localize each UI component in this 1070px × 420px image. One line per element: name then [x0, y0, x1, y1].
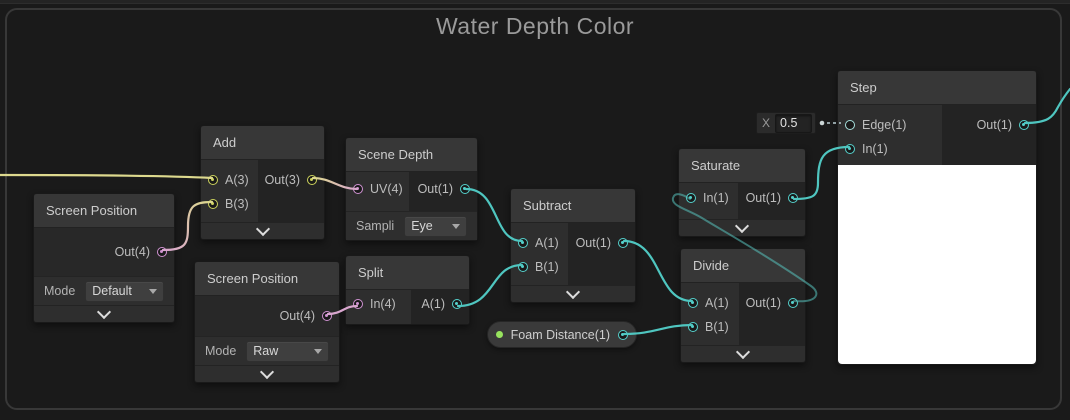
- node-screen-position-raw[interactable]: Screen Position Out(4) Mode Raw: [194, 261, 340, 383]
- dropdown-caret-icon: [314, 348, 322, 354]
- output-port-label: Out(4): [279, 309, 315, 323]
- port-label-a: A(1): [535, 236, 559, 250]
- edge-default-label: X: [762, 116, 771, 130]
- port-label-out: Out(1): [575, 236, 611, 250]
- node-add[interactable]: Add A(3) B(3) Out(3): [200, 125, 325, 240]
- collapse-button[interactable]: [195, 364, 339, 382]
- port-label-uv: UV(4): [370, 181, 403, 196]
- sampling-row: Sampli Eye: [346, 211, 477, 240]
- node-title: Scene Depth: [346, 138, 477, 172]
- node-step[interactable]: Step Edge(1) In(1) Out(1): [837, 70, 1037, 365]
- output-port-label: Out(4): [114, 245, 150, 259]
- port-in-a-float[interactable]: [688, 298, 698, 308]
- port-out-vector4[interactable]: [157, 247, 167, 257]
- port-label-out: Out(1): [417, 181, 453, 196]
- chevron-down-icon: [255, 221, 270, 236]
- chevron-down-icon: [565, 284, 581, 299]
- port-out-float[interactable]: [1019, 120, 1029, 130]
- port-in-b-float[interactable]: [518, 262, 528, 272]
- group-title: Water Depth Color: [435, 13, 635, 39]
- edge-default-value-input[interactable]: 0.5: [775, 113, 812, 133]
- node-title: Subtract: [511, 189, 635, 223]
- edge-default-value-field[interactable]: X 0.5: [756, 112, 816, 134]
- sampling-dropdown[interactable]: Eye: [404, 215, 467, 237]
- port-out-float[interactable]: [788, 193, 798, 203]
- port-label-a: A(1): [705, 296, 729, 310]
- port-in-a-float[interactable]: [518, 238, 528, 248]
- property-label: Foam Distance(1): [510, 327, 610, 342]
- port-out-a-float[interactable]: [452, 299, 462, 309]
- mode-dropdown-value: Default: [92, 284, 132, 298]
- node-title: Split: [346, 256, 469, 290]
- port-in-uv-vector4[interactable]: [353, 183, 363, 194]
- output-row: Out(4): [195, 296, 339, 336]
- chevron-down-icon: [96, 304, 112, 319]
- mode-label: Mode: [44, 284, 76, 298]
- port-label-in: In(1): [862, 142, 888, 156]
- port-out-vector4[interactable]: [322, 311, 332, 321]
- mode-row: Mode Default: [34, 276, 174, 305]
- mode-dropdown[interactable]: Default: [85, 280, 164, 302]
- chevron-down-icon: [259, 364, 275, 379]
- port-in-float[interactable]: [845, 144, 855, 154]
- node-preview-white: [838, 165, 1036, 364]
- sampling-dropdown-value: Eye: [411, 219, 433, 233]
- port-label-out: Out(3): [264, 173, 300, 187]
- chevron-down-icon: [734, 218, 750, 233]
- port-label-out: Out(1): [976, 118, 1012, 132]
- node-scene-depth[interactable]: Scene Depth UV(4) Out(1) Sampli Eye: [345, 137, 478, 241]
- output-row: Out(4): [34, 228, 174, 276]
- port-label-out: Out(1): [745, 296, 781, 310]
- node-title: Saturate: [679, 149, 805, 183]
- node-title: Step: [838, 71, 1036, 105]
- node-screen-position-default[interactable]: Screen Position Out(4) Mode Default: [33, 193, 175, 323]
- node-title: Add: [201, 126, 324, 160]
- port-out-float[interactable]: [788, 298, 798, 308]
- port-label-out: Out(1): [745, 191, 781, 205]
- node-subtract[interactable]: Subtract A(1) B(1) Out(1): [510, 188, 636, 303]
- node-saturate[interactable]: Saturate In(1) Out(1): [678, 148, 806, 237]
- dropdown-caret-icon: [452, 223, 460, 229]
- dropdown-caret-icon: [149, 288, 157, 294]
- port-label-a: A(3): [225, 173, 249, 187]
- collapse-button[interactable]: [201, 221, 324, 239]
- port-out-float[interactable]: [618, 238, 628, 248]
- chevron-down-icon: [735, 344, 751, 359]
- mode-dropdown[interactable]: Raw: [246, 340, 329, 362]
- port-label-in: In(4): [370, 297, 396, 311]
- mode-row: Mode Raw: [195, 336, 339, 365]
- collapse-button[interactable]: [681, 344, 805, 362]
- port-in-float[interactable]: [686, 193, 696, 203]
- node-title: Screen Position: [195, 262, 339, 296]
- collapse-button[interactable]: [34, 304, 174, 322]
- node-divide[interactable]: Divide A(1) B(1) Out(1): [680, 248, 806, 363]
- port-in-a-vector3[interactable]: [208, 175, 218, 185]
- group-frame[interactable]: [5, 8, 1062, 410]
- port-label-b: B(1): [705, 320, 729, 334]
- port-in-vector4[interactable]: [353, 299, 363, 309]
- node-split[interactable]: Split In(4) A(1): [345, 255, 470, 325]
- collapse-button[interactable]: [679, 218, 805, 236]
- port-in-b-vector3[interactable]: [208, 199, 218, 209]
- exposed-parameter-dot-icon: [496, 331, 503, 338]
- canvas-top-edge: [0, 0, 1070, 4]
- port-label-a: A(1): [421, 297, 445, 311]
- port-label-b: B(3): [225, 197, 249, 211]
- sampling-label: Sampli: [356, 219, 395, 233]
- port-label-edge: Edge(1): [862, 118, 907, 132]
- port-label-b: B(1): [535, 260, 559, 274]
- mode-dropdown-value: Raw: [253, 344, 279, 358]
- node-title: Divide: [681, 249, 805, 283]
- port-in-b-float[interactable]: [688, 322, 698, 332]
- collapse-button[interactable]: [511, 284, 635, 302]
- mode-label: Mode: [205, 344, 237, 358]
- node-title: Screen Position: [34, 194, 174, 228]
- port-in-edge-float-unconnected[interactable]: [845, 120, 855, 130]
- property-node-foam-distance[interactable]: Foam Distance(1): [487, 321, 637, 348]
- port-out-float[interactable]: [460, 183, 470, 194]
- port-out-float[interactable]: [618, 329, 628, 340]
- port-out-vector3[interactable]: [307, 175, 317, 185]
- port-label-in: In(1): [703, 191, 729, 205]
